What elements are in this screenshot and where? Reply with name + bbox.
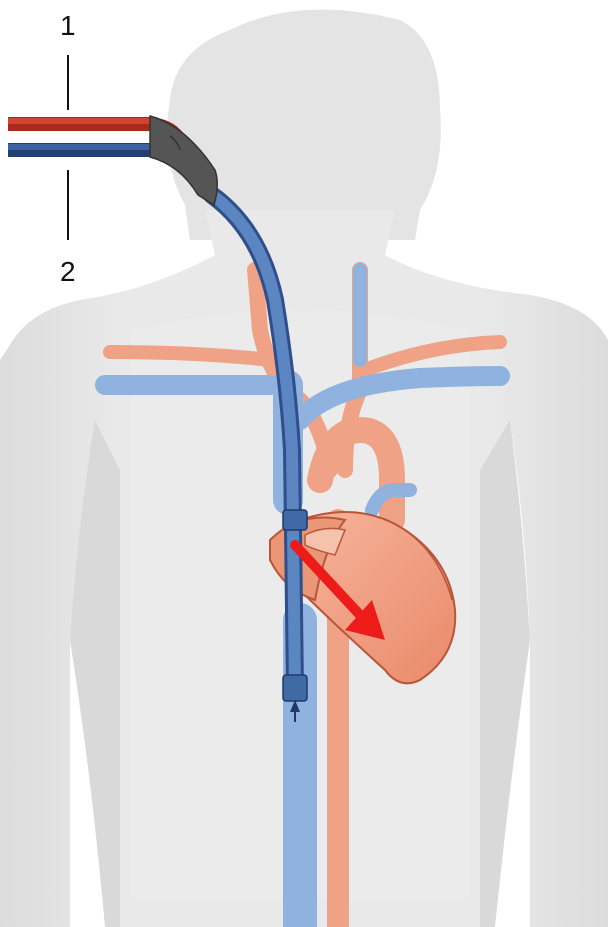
callout-label-2: 2 bbox=[60, 258, 76, 286]
callout-label-1: 1 bbox=[60, 12, 76, 40]
